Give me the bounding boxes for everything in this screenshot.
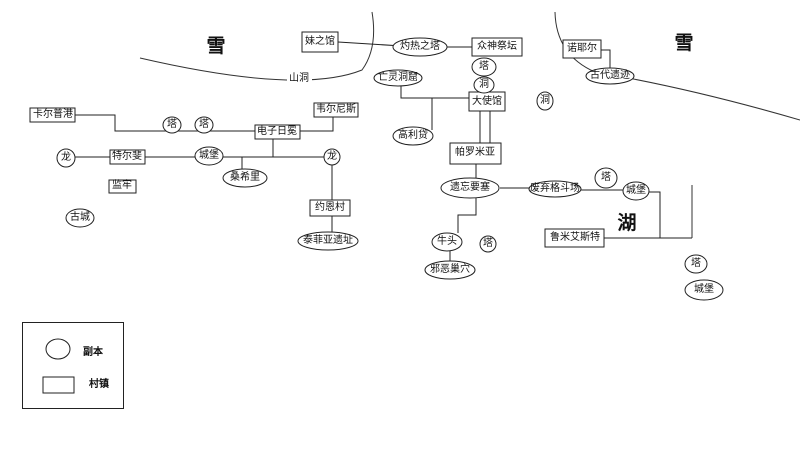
route-dashiguan-paluo [479,111,491,143]
dungeon-sangxi[interactable]: 桑希里 [230,172,260,183]
dungeon-xie[interactable]: 邪恶巢穴 [430,264,470,275]
town-box-yueen [309,199,351,217]
dungeon-niutou[interactable]: 牛头 [437,236,457,247]
dungeon-oval-wangling [373,69,423,87]
dungeon-oval-ta-feiqi [594,167,618,189]
region-label-lake: 湖 [617,212,637,234]
dungeon-oval-chengbao-left [194,146,224,166]
route-kaerpu-dianzi [75,114,255,132]
town-box-jianlao [108,179,137,194]
dungeon-dong-top[interactable]: 洞 [479,79,489,90]
town-box-kaerpu [29,107,76,123]
town-jianlao[interactable]: 监牢 [112,180,132,191]
town-box-weierni [313,102,359,118]
legend-label-town: 村镇 [89,379,109,390]
town-zhongshen[interactable]: 众神祭坛 [477,41,517,52]
dungeon-oval-ta-left1 [162,116,182,134]
dungeon-oval-ta-far [684,254,708,274]
town-yueen[interactable]: 约恩村 [315,202,345,213]
route-nuoye-gudai [601,49,611,75]
dungeon-oval-long-mid [323,148,341,166]
legend-town-symbol [42,376,75,394]
town-box-lumi [544,228,605,248]
town-box-dianzi [254,124,301,140]
route-weierni-dianzi [300,117,334,132]
dungeon-oval-sangxi [222,168,268,188]
route-yiwang-niutou [457,197,477,233]
dungeon-ta-left1[interactable]: 塔 [167,119,177,130]
dungeon-long-mid[interactable]: 龙 [327,151,337,162]
town-box-meizhiguan [301,31,339,53]
dungeon-ta-niutou[interactable]: 塔 [483,238,493,249]
right-snow-coastline [554,11,800,121]
dungeon-gaoli[interactable]: 高利贷 [398,130,428,141]
dungeon-oval-yiwang [440,177,500,199]
dungeon-long-left[interactable]: 龙 [61,152,71,163]
route-wangling-dashiguan [400,86,470,130]
route-lines [60,41,692,262]
dungeon-oval-dong-right [536,91,554,111]
dungeon-oval-chengbao-right [622,181,650,201]
dungeon-dong-right[interactable]: 洞 [540,95,550,106]
dungeon-oval-gudai [585,67,635,85]
dungeon-ta-left2[interactable]: 塔 [199,119,209,130]
town-box-shandong [287,72,312,85]
dungeon-oval-taifei [297,231,359,251]
dungeon-chengbao-right[interactable]: 城堡 [626,185,646,196]
dungeon-oval-niutou [431,232,463,252]
town-teerfei[interactable]: 特尔斐 [112,151,142,162]
town-lumi[interactable]: 鲁米艾斯特 [550,232,600,243]
dungeon-feiqi[interactable]: 废弃格斗场 [530,183,580,194]
region-label-snow-right: 雪 [674,32,694,54]
legend-dungeon-symbol [45,338,71,360]
dungeon-oval-zhuore [392,37,448,57]
route-meizhi-zhongshen [337,41,472,48]
dungeon-oval-ta-top [471,57,497,77]
dungeon-chengbao-far[interactable]: 城堡 [694,284,714,295]
dungeon-ta-far[interactable]: 塔 [691,258,701,269]
dungeon-chengbao-left[interactable]: 城堡 [199,150,219,161]
dungeon-ta-feiqi[interactable]: 塔 [601,172,611,183]
dungeon-oval-xie [424,260,476,280]
town-box-paluo [449,142,502,165]
legend-label-dungeon: 副本 [83,347,103,358]
route-chengbao-lumi [604,191,661,239]
dungeon-oval-ta-niutou [479,235,497,253]
town-box-nuoye [562,39,602,59]
dungeon-taifeiya[interactable]: 泰菲亚遗址 [303,235,353,246]
dungeon-oval-long-left [56,148,76,168]
region-label-snow-left: 雪 [206,35,226,57]
town-kaerpu[interactable]: 卡尔普港 [33,109,73,120]
town-dashiguan[interactable]: 大使馆 [472,96,502,107]
dungeon-oval-gucheng [65,208,95,228]
town-nuoye[interactable]: 诺耶尔 [567,43,597,54]
dungeon-oval-chengbao-far [684,279,724,301]
town-meizhiguan[interactable]: 妹之馆 [305,36,335,47]
town-dianzi[interactable]: 电子日冕 [257,126,297,137]
dungeon-gudai[interactable]: 古代遗迹 [590,70,630,81]
town-weierni[interactable]: 韦尔尼斯 [316,104,356,115]
dungeon-zhuore[interactable]: 灼热之塔 [400,41,440,52]
dungeon-wangling[interactable]: 亡灵洞窟 [378,72,418,83]
dungeon-oval-feiqi [528,180,582,198]
town-box-teerfei [109,149,146,165]
dungeon-yiwang[interactable]: 遗忘要塞 [450,182,490,193]
dungeon-oval-ta-left2 [194,116,214,134]
dungeon-ta-top[interactable]: 塔 [479,61,489,72]
dungeon-oval-gaoli [392,126,434,146]
dungeon-gucheng[interactable]: 古城 [70,212,90,223]
dungeon-oval-dong-top [473,76,495,94]
left-snow-coastline [139,11,375,81]
legend-box [22,322,124,409]
town-box-zhongshen [471,37,523,57]
label-shandong: 山洞 [289,73,309,84]
town-paluomiya[interactable]: 帕罗米亚 [455,147,495,158]
